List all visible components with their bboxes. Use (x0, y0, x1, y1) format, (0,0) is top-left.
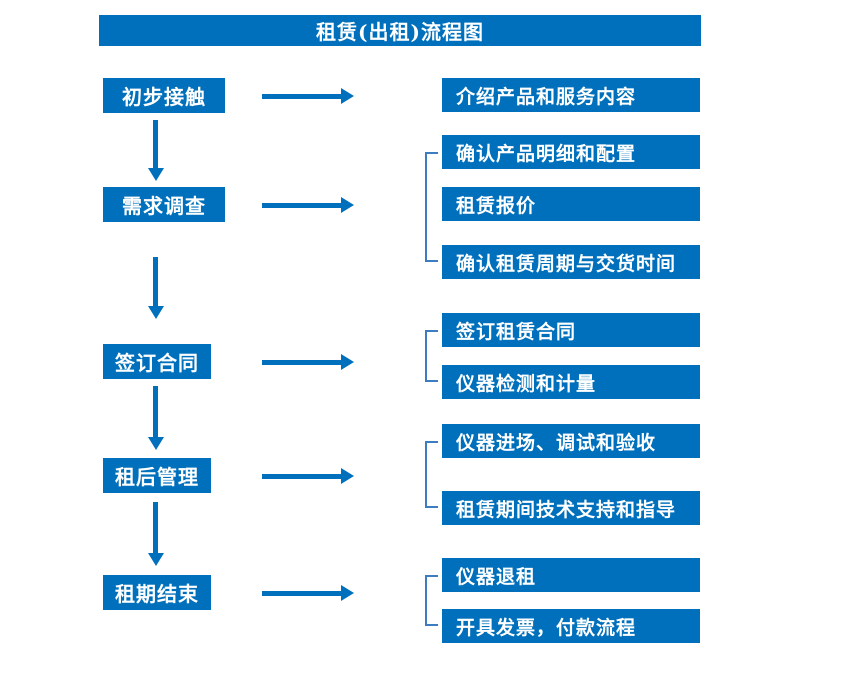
right-arrow-shaft (262, 473, 341, 479)
down-arrow-4 (147, 502, 164, 566)
down-arrow-head-icon (147, 168, 164, 181)
output-box-confirm-period: 确认租赁周期与交货时间 (442, 245, 700, 279)
right-arrow-head-icon (341, 585, 354, 601)
down-arrow-1 (147, 120, 164, 181)
right-arrow-5 (262, 585, 354, 601)
down-arrow-3 (147, 386, 164, 450)
right-arrow-1 (262, 88, 354, 104)
group-bracket-rental-end (425, 575, 438, 626)
output-box-instrument-setup: 仪器进场、调试和验收 (442, 424, 700, 458)
step-box-initial-contact: 初步接触 (103, 78, 225, 113)
down-arrow-shaft (153, 502, 158, 553)
right-arrow-head-icon (341, 197, 354, 213)
output-box-intro-products: 介绍产品和服务内容 (442, 78, 700, 112)
right-arrow-2 (262, 197, 354, 213)
step-box-demand-survey: 需求调查 (103, 187, 225, 222)
down-arrow-head-icon (147, 553, 164, 566)
down-arrow-shaft (153, 120, 158, 168)
group-bracket-sign-contract (425, 330, 438, 382)
down-arrow-head-icon (147, 437, 164, 450)
group-bracket-post-rental (425, 441, 438, 508)
down-arrow-2 (147, 257, 164, 319)
right-arrow-head-icon (341, 468, 354, 484)
right-arrow-head-icon (341, 354, 354, 370)
down-arrow-shaft (153, 257, 158, 306)
output-box-instrument-return: 仪器退租 (442, 558, 700, 592)
step-box-post-rental: 租后管理 (103, 458, 211, 493)
right-arrow-shaft (262, 359, 341, 365)
right-arrow-4 (262, 468, 354, 484)
output-box-tech-support: 租赁期间技术支持和指导 (442, 491, 700, 525)
output-box-instrument-testing: 仪器检测和计量 (442, 365, 700, 399)
output-box-sign-rental-contract: 签订租赁合同 (442, 313, 700, 347)
step-box-rental-end: 租期结束 (103, 575, 211, 610)
diagram-title: 租赁(出租)流程图 (99, 15, 701, 46)
right-arrow-shaft (262, 590, 341, 596)
right-arrow-shaft (262, 202, 341, 208)
step-box-sign-contract: 签订合同 (103, 344, 211, 379)
output-box-invoice-payment: 开具发票，付款流程 (442, 609, 700, 643)
group-bracket-demand-survey (425, 152, 438, 262)
output-box-confirm-details: 确认产品明细和配置 (442, 135, 700, 169)
right-arrow-shaft (262, 93, 341, 99)
output-box-rental-quote: 租赁报价 (442, 187, 700, 221)
down-arrow-shaft (153, 386, 158, 437)
down-arrow-head-icon (147, 306, 164, 319)
right-arrow-3 (262, 354, 354, 370)
right-arrow-head-icon (341, 88, 354, 104)
